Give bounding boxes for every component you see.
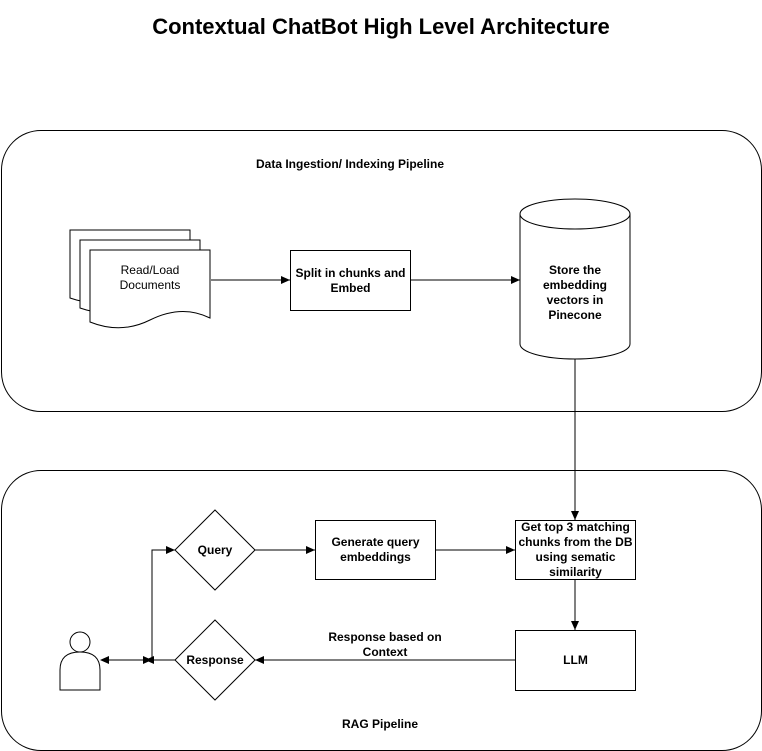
user-icon bbox=[59, 631, 101, 691]
response-diamond-shape bbox=[174, 619, 256, 701]
rag-pipeline-label: RAG Pipeline bbox=[341, 717, 418, 731]
get-top3-label: Get top 3 matching chunks from the DB us… bbox=[518, 520, 633, 579]
response-node: Response bbox=[175, 620, 255, 700]
generate-query-embeddings-node: Generate query embeddings bbox=[315, 520, 436, 580]
llm-node: LLM bbox=[515, 630, 636, 691]
response-label: Response bbox=[186, 652, 244, 667]
store-vectors-label: Store the embedding vectors in Pinecone bbox=[542, 262, 607, 322]
ingestion-pipeline-label: Data Ingestion/ Indexing Pipeline bbox=[255, 157, 445, 171]
split-embed-node: Split in chunks and Embed bbox=[290, 250, 411, 311]
read-load-documents-label: Read/Load Documents bbox=[119, 262, 181, 292]
query-label: Query bbox=[197, 542, 233, 557]
documents-shape bbox=[69, 229, 211, 329]
query-diamond-shape bbox=[174, 509, 256, 591]
split-embed-label: Split in chunks and Embed bbox=[295, 265, 406, 295]
llm-to-response-edge-label: Response based on Context bbox=[328, 630, 442, 659]
generate-query-embeddings-label: Generate query embeddings bbox=[331, 535, 420, 564]
store-vectors-node: Store the embedding vectors in Pinecone bbox=[520, 240, 630, 345]
database-cylinder-shape bbox=[519, 198, 631, 360]
edge-junction-to-query bbox=[151, 546, 175, 660]
diagram-title: Contextual ChatBot High Level Architectu… bbox=[152, 14, 610, 39]
query-node: Query bbox=[175, 510, 255, 590]
llm-label: LLM bbox=[563, 653, 588, 667]
read-load-documents-node: Read/Load Documents bbox=[95, 255, 205, 300]
get-top3-node: Get top 3 matching chunks from the DB us… bbox=[515, 520, 636, 580]
